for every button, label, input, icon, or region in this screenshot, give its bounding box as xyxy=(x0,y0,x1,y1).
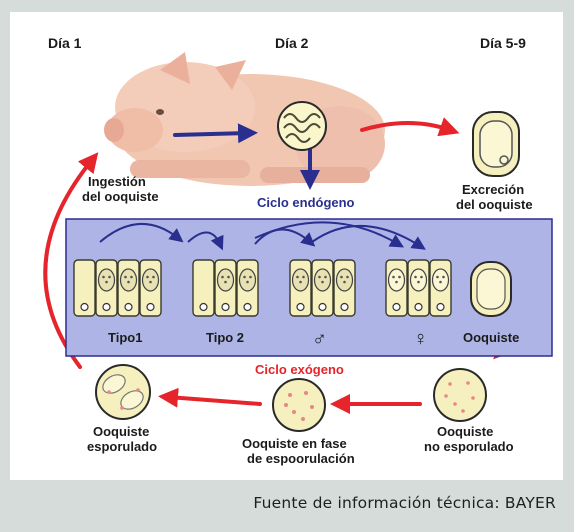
parasite-dot xyxy=(243,276,246,279)
cell-nucleus xyxy=(393,304,400,311)
parasite-dot xyxy=(436,276,439,279)
parasite-dot xyxy=(420,276,423,279)
parasite-dot xyxy=(227,276,230,279)
intestine-lens xyxy=(278,102,326,150)
parasite-dot xyxy=(299,281,302,284)
tipo1-cell-group xyxy=(74,260,161,316)
parasite-dot xyxy=(146,276,149,279)
parasite-dot xyxy=(249,276,252,279)
cell-nucleus xyxy=(319,304,326,311)
day-2-label: Día 2 xyxy=(275,35,309,51)
parasite-stage xyxy=(240,269,256,291)
parasite-dot xyxy=(340,276,343,279)
parasite-dot xyxy=(318,276,321,279)
coccidia-life-cycle-diagram: Día 1 Día 2 Día 5-9 xyxy=(10,12,563,480)
day-5-9-label: Día 5-9 xyxy=(480,35,526,51)
parasite-stage xyxy=(218,269,234,291)
excrecion-label-2: del ooquiste xyxy=(456,197,533,212)
piglet-illustration xyxy=(104,52,385,186)
parasite-dot xyxy=(124,276,127,279)
parasite-dot xyxy=(346,276,349,279)
tipo1-label: Tipo1 xyxy=(108,330,142,345)
parasite-stage xyxy=(337,269,353,291)
parasite-dot xyxy=(152,276,155,279)
parasite-dot xyxy=(417,281,420,284)
parasite-dot xyxy=(395,281,398,284)
parasite-dot xyxy=(324,276,327,279)
day-1-label: Día 1 xyxy=(48,35,82,51)
male-symbol: ♂ xyxy=(312,328,327,350)
cell-nucleus xyxy=(103,304,110,311)
female-cell-group xyxy=(386,260,451,316)
endogenous-cycle-label: Ciclo endógeno xyxy=(257,195,355,210)
excreted-oocyst-icon xyxy=(473,112,519,176)
source-caption: Fuente de información técnica: BAYER xyxy=(253,494,556,512)
parasite-dot xyxy=(224,281,227,284)
parasite-dot xyxy=(246,281,249,284)
parasite-dot xyxy=(296,276,299,279)
parasite-dot xyxy=(130,276,133,279)
cell-nucleus xyxy=(244,304,251,311)
cell-nucleus xyxy=(147,304,154,311)
parasite-stage xyxy=(143,269,159,291)
parasite-stage xyxy=(99,269,115,291)
cell-nucleus xyxy=(125,304,132,311)
parasite-dot xyxy=(414,276,417,279)
no-esporulado-label-2: no esporulado xyxy=(424,439,514,454)
cycle-arrow-to-sporulated xyxy=(168,397,260,404)
parasite-stage xyxy=(315,269,331,291)
parasite-dot xyxy=(442,276,445,279)
tipo2-label: Tipo 2 xyxy=(206,330,244,345)
parasite-dot xyxy=(398,276,401,279)
esporulado-label-1: Ooquiste xyxy=(93,424,149,439)
excrecion-label-1: Excreción xyxy=(462,182,524,197)
parasite-stage xyxy=(293,269,309,291)
parasite-stage xyxy=(389,269,405,291)
parasite-dot xyxy=(102,276,105,279)
cell-nucleus xyxy=(415,304,422,311)
sporulated-oocyst-icon xyxy=(96,365,150,419)
fase-label-1: Ooquiste en fase xyxy=(242,436,347,451)
parasite-stage xyxy=(121,269,137,291)
parasite-dot xyxy=(392,276,395,279)
cell-nucleus xyxy=(437,304,444,311)
cell-nucleus xyxy=(81,304,88,311)
female-symbol: ♀ xyxy=(413,328,428,350)
tipo2-cell-group xyxy=(193,260,258,316)
cell-nucleus xyxy=(341,304,348,311)
parasite-stage xyxy=(433,269,449,291)
cell-nucleus xyxy=(222,304,229,311)
parasite-dot xyxy=(127,281,130,284)
parasite-dot xyxy=(149,281,152,284)
no-esporulado-label-1: Ooquiste xyxy=(437,424,493,439)
exogenous-cycle-label: Ciclo exógeno xyxy=(255,362,344,377)
sporulating-oocyst-icon xyxy=(273,379,325,431)
parasite-dot xyxy=(302,276,305,279)
cell-nucleus xyxy=(297,304,304,311)
ingestion-label-1: Ingestión xyxy=(88,174,146,189)
parasite-dot xyxy=(439,281,442,284)
ooquiste-box-label: Ooquiste xyxy=(463,330,519,345)
arrow-to-intestine xyxy=(175,133,248,135)
cell-nucleus xyxy=(200,304,207,311)
esporulado-label-2: esporulado xyxy=(87,439,157,454)
parasite-dot xyxy=(221,276,224,279)
parasite-dot xyxy=(105,281,108,284)
box-oocyst-icon xyxy=(471,262,511,316)
diagram-panel: Día 1 Día 2 Día 5-9 xyxy=(10,12,563,480)
parasite-stage xyxy=(411,269,427,291)
ingestion-label-2: del ooquiste xyxy=(82,189,159,204)
parasite-dot xyxy=(343,281,346,284)
fase-label-2: de espoorulación xyxy=(247,451,355,466)
parasite-dot xyxy=(108,276,111,279)
male-cell-group xyxy=(290,260,355,316)
parasite-dot xyxy=(321,281,324,284)
unsporulated-oocyst-icon xyxy=(434,369,486,421)
